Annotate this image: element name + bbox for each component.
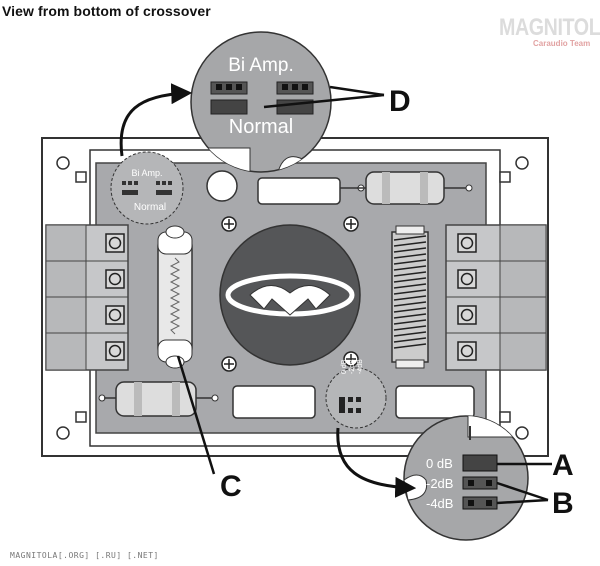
- mounting-holes: [56, 156, 529, 440]
- bi-amp-jumper-pins: [210, 81, 314, 115]
- small-normal-label: Normal: [134, 202, 166, 213]
- small-minus4-label: -4dB: [357, 359, 364, 374]
- callout-line-d1: [263, 93, 385, 109]
- callout-a: A: [552, 449, 574, 482]
- inductor-coil: [391, 225, 429, 369]
- watermark-subtitle: Caraudio Team: [533, 39, 591, 48]
- vertical-tube-component: [157, 225, 193, 369]
- center-logo-disc: [219, 224, 361, 366]
- arrow-to-magnifier-level: [336, 427, 417, 498]
- callout-line-d2: [329, 85, 385, 97]
- magnifier-bi-amp: Bi Amp. Normal: [190, 31, 332, 173]
- small-bi-amp-label: Bi Amp.: [131, 168, 162, 178]
- watermark-logo: MAGNITOLA: [499, 14, 600, 41]
- callout-line-c: [176, 355, 216, 475]
- top-right-resistor: [357, 171, 473, 205]
- callout-line-b2: [496, 498, 549, 505]
- footer-text: MAGNITOLA[.ORG] [.RU] [.NET]: [10, 551, 159, 560]
- level-jumper-small: 0 dB -2dB -4dB: [325, 359, 387, 429]
- page-title: View from bottom of crossover: [2, 3, 211, 19]
- left-terminal-block: [45, 224, 129, 371]
- callout-line-b1: [496, 481, 549, 502]
- screws: [221, 216, 359, 372]
- zero-db-label: 0 dB: [426, 456, 453, 471]
- callout-d: D: [389, 85, 411, 118]
- magnifier-level: 0 dB -2dB -4dB: [403, 415, 529, 541]
- round-component: [206, 170, 238, 202]
- top-resistor: [257, 177, 365, 205]
- normal-label: Normal: [229, 116, 293, 138]
- callout-b: B: [552, 487, 574, 520]
- arrow-to-magnifier-d: [119, 83, 193, 157]
- bottom-left-resistor: [98, 381, 219, 417]
- small-minus2-label: -2dB: [349, 359, 356, 374]
- right-terminal-block: [445, 224, 547, 371]
- small-zero-db-label: 0 dB: [341, 359, 348, 374]
- bottom-middle-resistor: [232, 385, 316, 419]
- minus2-db-label: -2dB: [426, 476, 453, 491]
- bi-amp-jumper-small: Bi Amp. Normal: [110, 151, 184, 225]
- bottom-right-resistor: [395, 385, 475, 419]
- bi-amp-label: Bi Amp.: [228, 55, 293, 76]
- callout-c: C: [220, 470, 242, 503]
- minus4-db-label: -4dB: [426, 496, 453, 511]
